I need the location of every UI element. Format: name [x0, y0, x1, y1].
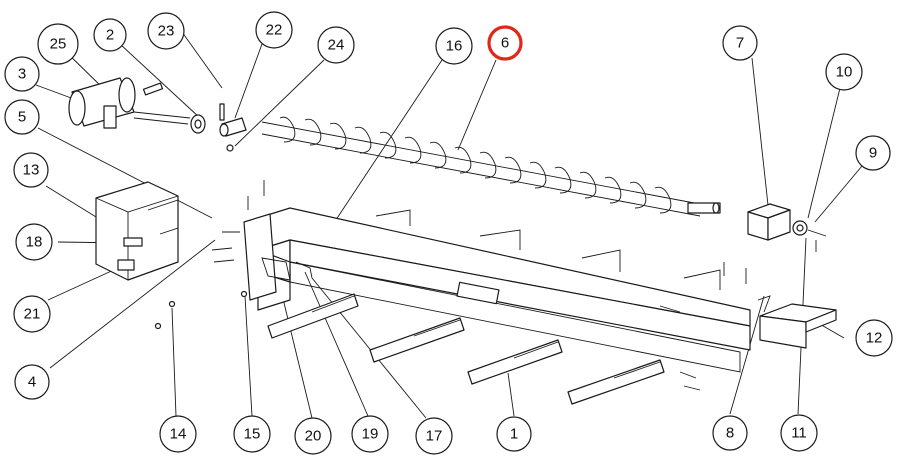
svg-text:16: 16 [446, 38, 463, 55]
svg-text:6: 6 [501, 35, 509, 52]
svg-text:9: 9 [869, 145, 877, 162]
callout-15: 15 [233, 415, 271, 453]
callout-7: 7 [722, 25, 758, 61]
svg-text:11: 11 [791, 425, 807, 442]
svg-text:12: 12 [866, 330, 883, 347]
svg-text:8: 8 [726, 425, 734, 442]
svg-text:23: 23 [158, 23, 175, 40]
svg-text:2: 2 [106, 27, 114, 44]
callout-6: 6 [487, 25, 523, 61]
callout-8: 8 [712, 415, 748, 451]
callout-2: 2 [93, 18, 127, 52]
svg-text:1: 1 [510, 426, 518, 443]
callout-13: 13 [13, 152, 49, 188]
svg-text:18: 18 [26, 234, 43, 251]
svg-text:17: 17 [426, 428, 443, 445]
svg-text:4: 4 [28, 374, 36, 391]
svg-text:13: 13 [23, 162, 40, 179]
callout-4: 4 [14, 364, 50, 400]
svg-text:20: 20 [305, 428, 322, 445]
callout-22: 22 [255, 11, 293, 49]
coupler-parts [190, 103, 247, 152]
callout-23: 23 [147, 12, 185, 50]
callout-24: 24 [317, 26, 355, 64]
callout-14: 14 [159, 415, 197, 453]
callout-12: 12 [855, 319, 893, 357]
svg-text:15: 15 [244, 426, 261, 443]
svg-text:21: 21 [24, 306, 41, 323]
callout-25: 25 [37, 23, 79, 65]
callout-17: 17 [415, 417, 453, 455]
discharge-cover-part [757, 295, 837, 349]
svg-text:5: 5 [18, 109, 26, 126]
callout-3: 3 [4, 56, 40, 92]
auger-part [261, 116, 721, 217]
svg-text:22: 22 [266, 22, 283, 39]
callout-11: 11 [780, 414, 818, 452]
callout-9: 9 [855, 135, 891, 171]
callout-10: 10 [825, 53, 863, 91]
svg-text:24: 24 [328, 37, 345, 54]
svg-text:14: 14 [170, 426, 187, 443]
motor-part [68, 77, 191, 129]
callout-18: 18 [15, 223, 53, 261]
fasteners [154, 180, 817, 391]
svg-text:7: 7 [736, 35, 744, 52]
callout-16: 16 [435, 27, 473, 65]
svg-text:10: 10 [836, 64, 853, 81]
callout-21: 21 [13, 295, 51, 333]
control-box-part [95, 181, 179, 281]
end-plate-part [243, 213, 313, 301]
main-frame-part [257, 207, 751, 405]
svg-text:3: 3 [18, 66, 26, 83]
svg-text:19: 19 [362, 426, 379, 443]
callouts: 25 2 23 22 24 16 6 7 10 3 5 9 13 18 12 2… [4, 11, 893, 455]
callout-1: 1 [496, 416, 532, 452]
callout-5: 5 [4, 99, 40, 135]
callout-20: 20 [294, 417, 332, 455]
svg-text:25: 25 [50, 36, 67, 53]
callout-19: 19 [351, 415, 389, 453]
bearing-block-part [747, 203, 827, 241]
